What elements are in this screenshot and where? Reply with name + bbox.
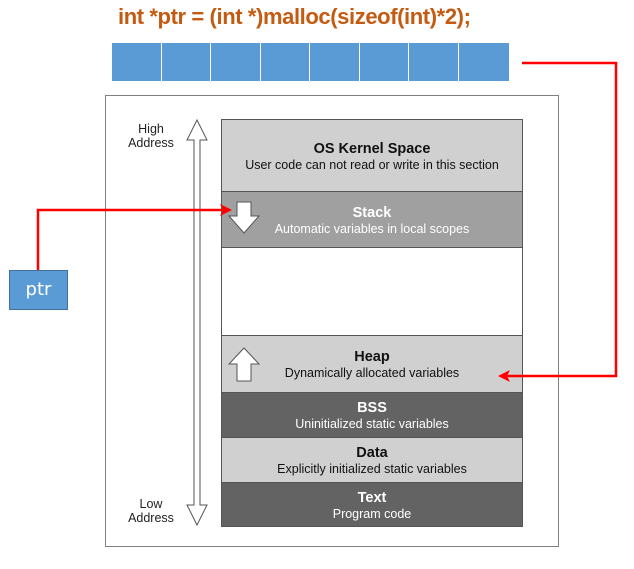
ptr-variable-box: ptr [9,270,68,310]
segment-text: Text Program code [221,482,523,527]
segment-stack: Stack Automatic variables in local scope… [221,191,523,247]
segment-name: Text [357,490,387,506]
segment-name: Stack [352,205,392,221]
memory-cell [112,43,162,81]
heap-grows-up-icon [228,347,260,382]
low-label-line1: Low [139,497,163,511]
segment-desc: Automatic variables in local scopes [274,222,470,236]
segment-name: Heap [354,349,390,365]
segment-desc: Explicitly initialized static variables [277,462,467,476]
low-label-line2: Address [128,511,174,525]
memory-cell [161,43,211,81]
segment-name: Data [356,445,388,461]
segment-desc: User code can not read or write in this … [245,158,499,172]
segment-desc: Dynamically allocated variables [284,366,460,380]
high-label-line1: High [138,122,164,136]
memory-cell [359,43,409,81]
code-title: int *ptr = (int *)malloc(sizeof(int)*2); [118,4,471,29]
segment-kernel: OS Kernel Space User code can not read o… [221,119,523,191]
low-address-label: Low Address [116,497,186,525]
segment-free-space [221,247,523,335]
memory-segments: OS Kernel Space User code can not read o… [221,119,523,527]
memory-cell [458,43,509,81]
segment-desc: Program code [332,507,412,521]
segment-name: OS Kernel Space [313,141,431,157]
high-address-label: High Address [116,122,186,150]
segment-heap: Heap Dynamically allocated variables [221,335,523,392]
memory-cell [310,43,360,81]
allocated-memory-array [112,43,509,81]
stack-grows-down-icon [228,201,260,234]
memory-cell [409,43,459,81]
segment-desc: Uninitialized static variables [295,417,449,431]
memory-cell [211,43,261,81]
high-label-line2: Address [128,136,174,150]
segment-data: Data Explicitly initialized static varia… [221,437,523,482]
memory-cell [260,43,310,81]
segment-bss: BSS Uninitialized static variables [221,392,523,437]
segment-name: BSS [357,400,387,416]
